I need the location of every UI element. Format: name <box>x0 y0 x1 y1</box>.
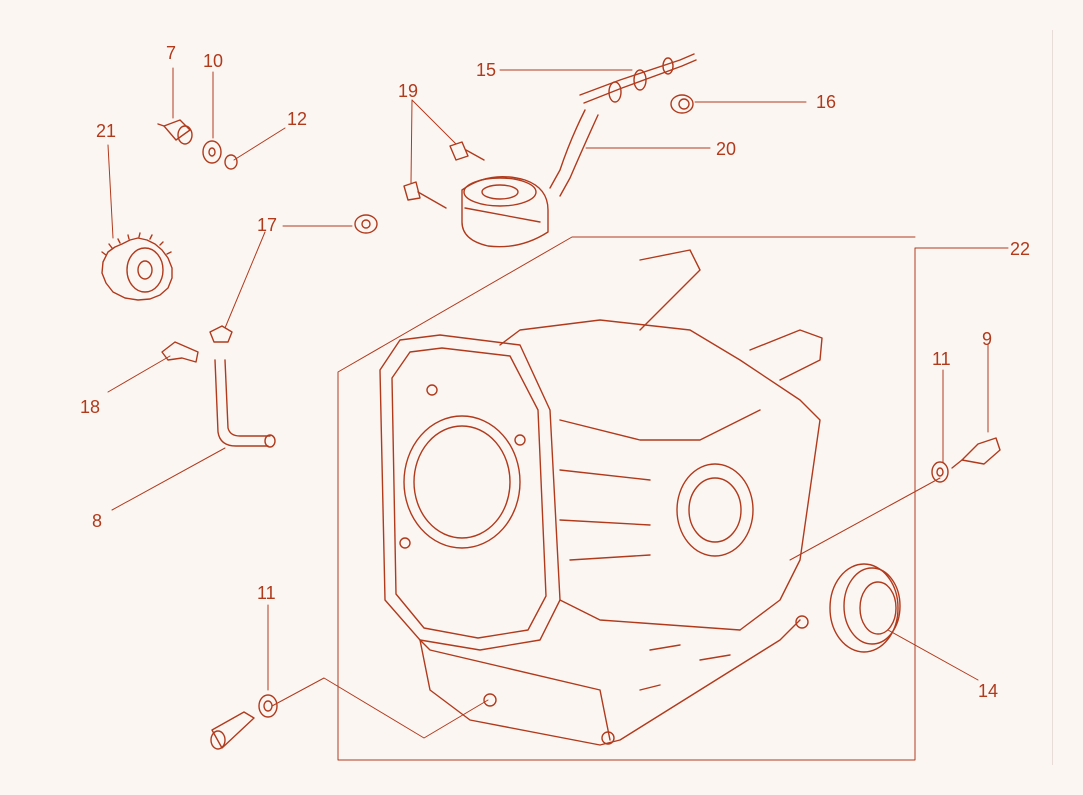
callout-9: 9 <box>982 329 993 349</box>
callout-16: 16 <box>816 92 837 112</box>
bolt-part-9 <box>951 437 1001 469</box>
grommet-part-16 <box>670 94 694 114</box>
breather-tube-part-15 <box>579 53 697 104</box>
bolt-part-19 <box>403 141 485 209</box>
leader-lines <box>107 67 1009 761</box>
callout-11-right: 11 <box>932 349 951 369</box>
washer-part-10 <box>202 140 222 164</box>
callout-11-left: 11 <box>257 583 276 603</box>
callout-15: 15 <box>476 60 497 80</box>
callout-17: 17 <box>257 215 278 235</box>
governor-gear-part-21 <box>101 232 173 301</box>
callout-14: 14 <box>978 681 999 701</box>
callout-8: 8 <box>92 511 103 531</box>
clip-part-18 <box>161 341 199 363</box>
grommet-part-17-lower <box>209 325 233 343</box>
pipe-part-8 <box>214 359 276 448</box>
callout-20: 20 <box>716 139 737 159</box>
callout-22: 22 <box>1010 239 1031 259</box>
crankcase-part-22 <box>379 249 823 746</box>
breather-tube-assembly-part-20 <box>461 109 599 248</box>
page-edge-line <box>1052 30 1053 765</box>
callout-19: 19 <box>398 81 419 101</box>
bolt-part-11-left <box>210 711 255 750</box>
callout-10: 10 <box>203 51 224 71</box>
callout-21: 21 <box>96 121 117 141</box>
callout-18: 18 <box>80 397 101 417</box>
callout-12: 12 <box>287 109 308 129</box>
grommet-part-17 <box>354 214 378 234</box>
washer-part-11-right <box>931 461 949 483</box>
washer-part-11-left <box>258 694 278 718</box>
lock-washer-part-12 <box>224 154 238 170</box>
oil-seal-part-14 <box>829 563 901 653</box>
callout-7: 7 <box>166 43 177 63</box>
bolt-part-7 <box>157 119 193 145</box>
